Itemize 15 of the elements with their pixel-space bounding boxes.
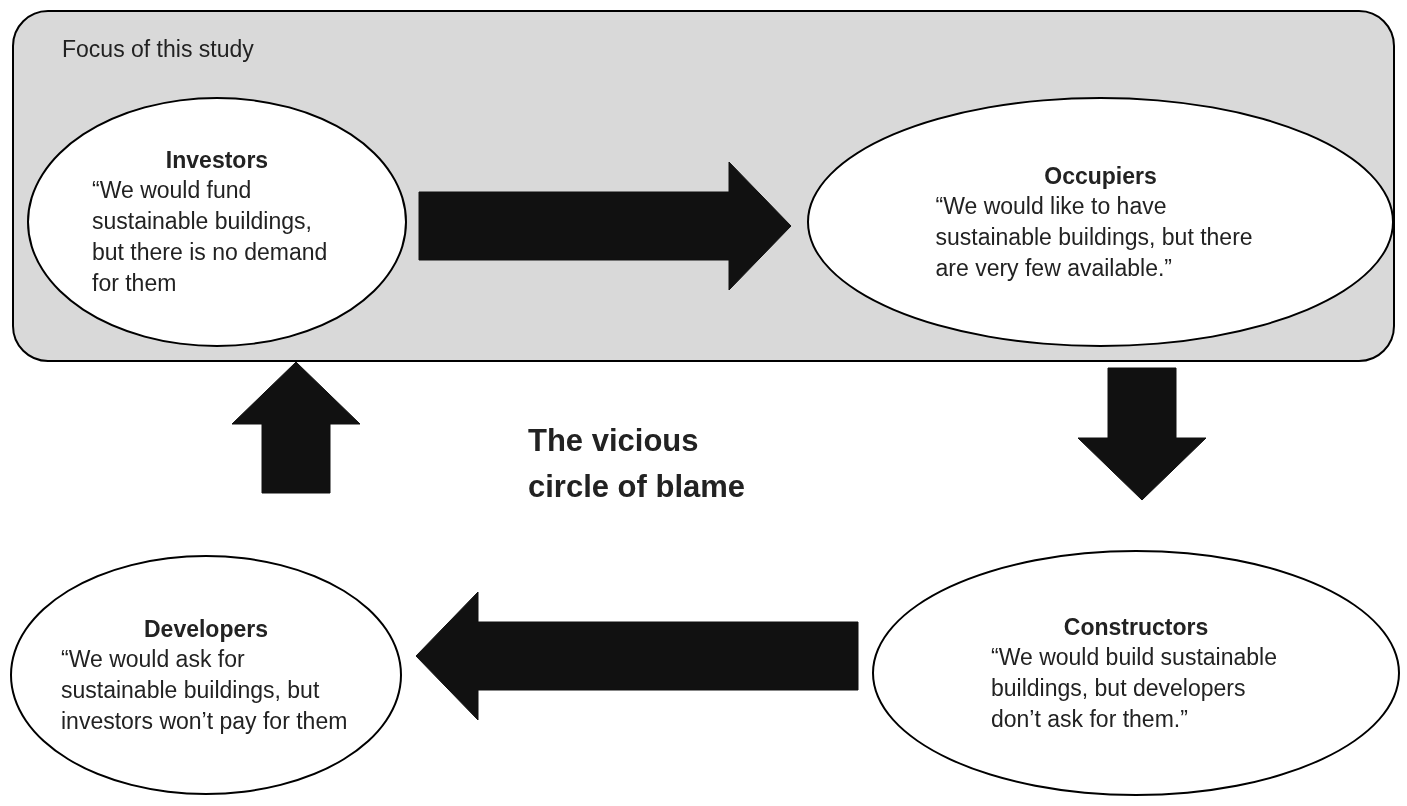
panel-title: Focus of this study — [62, 35, 254, 64]
quote-text: “We would fund sustainable buildings, but there is no demand for them — [92, 176, 329, 298]
block-arrow — [415, 591, 859, 721]
stakeholder-heading: Constructors — [1063, 612, 1209, 642]
block-arrow — [418, 161, 792, 291]
quote-text: “We would like to have sustainable buildings, but there are very few available.” — [935, 191, 1254, 283]
quote-text: “We would build sustainable buildings, but developers don’t ask for them.” — [991, 642, 1278, 734]
stakeholder-heading: Developers — [144, 614, 268, 644]
quote-text: “We would ask for sustainable buildings, but investors won’t pay for them — [61, 644, 349, 736]
focus-panel — [12, 10, 1395, 362]
diagram-caption: The vicious circle of blame — [528, 422, 747, 506]
stakeholder-heading: Investors — [165, 146, 269, 175]
block-arrow — [1077, 367, 1207, 501]
stakeholder-heading: Occupiers — [1044, 161, 1157, 191]
block-arrow — [231, 361, 361, 494]
